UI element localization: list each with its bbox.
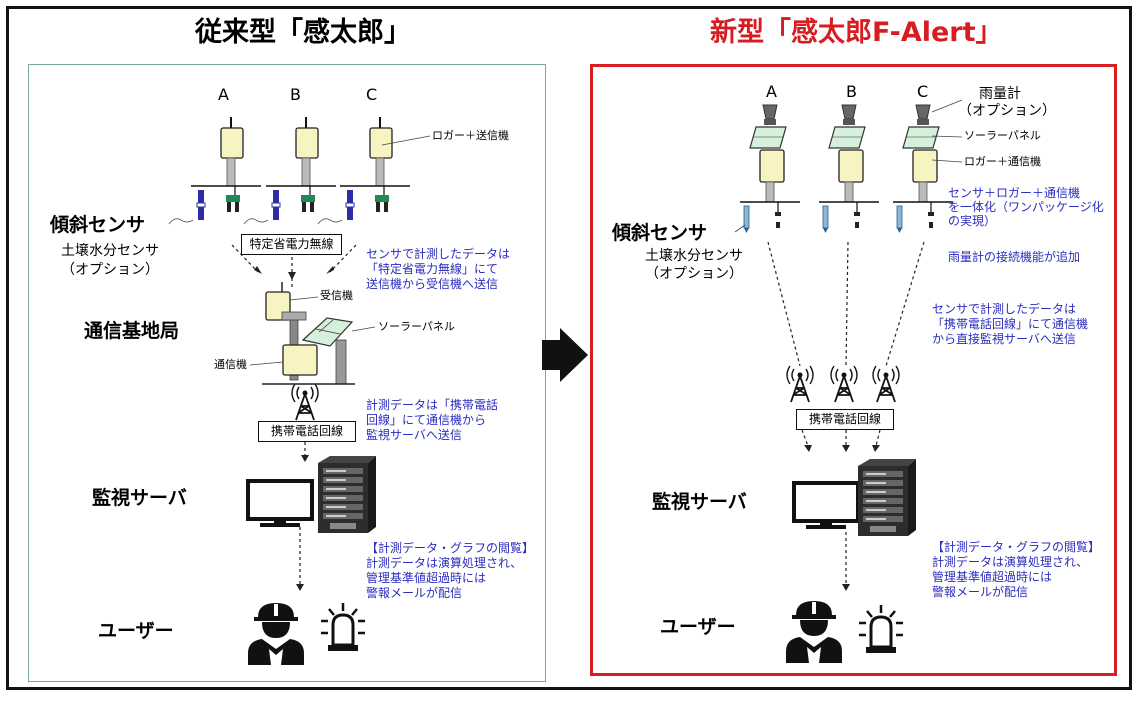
left-note-mobile-1: 計測データは「携帯電話 — [366, 398, 499, 412]
right-panel — [590, 64, 1117, 676]
left-note-view-2: 計測データは演算処理され、 — [366, 556, 523, 570]
right-title: 新型「感太郎F-Alert」 — [710, 17, 1003, 48]
left-mobile-box: 携帯電話回線 — [258, 421, 356, 442]
tilt-sensor-icon — [896, 205, 903, 229]
left-logger-label: ロガー＋送信機 — [432, 129, 509, 142]
right-note-view-3: 管理基準値超過時には — [932, 570, 1053, 584]
soil-sensor-icon — [226, 195, 240, 202]
left-note-view-4: 警報メールが配信 — [366, 586, 463, 600]
right-note-package-1: センサ＋ロガー＋通信機 — [948, 186, 1081, 200]
left-tilt-sensor-label: 傾斜センサ — [50, 214, 146, 236]
right-user-label: ユーザー — [660, 616, 736, 638]
right-note-view-4: 警報メールが配信 — [932, 585, 1029, 599]
rain-gauge-icon — [915, 104, 931, 120]
right-server-label: 監視サーバ — [652, 491, 747, 513]
left-radio-box: 特定省電力無線 — [241, 234, 342, 255]
integrated-unit-right-c — [893, 104, 953, 233]
left-note-radio-3: 送信機から受信機へ送信 — [366, 277, 499, 291]
left-user-label: ユーザー — [98, 620, 174, 642]
worker-user-icon — [248, 603, 304, 665]
soil-sensor-icon — [375, 195, 389, 202]
right-note-rain: 雨量計の接続機能が追加 — [948, 250, 1081, 264]
left-note-mobile-2: 回線」にて通信機から — [366, 413, 487, 427]
right-note-mobile-3: から直接監視サーバへ送信 — [932, 332, 1076, 346]
worker-user-icon — [786, 601, 842, 663]
signal-tower-icon — [291, 383, 319, 421]
left-panel — [28, 64, 546, 682]
left-letter-a: A — [218, 85, 229, 104]
right-rain-option-label: （オプション） — [958, 103, 1056, 119]
left-server-label: 監視サーバ — [92, 487, 187, 509]
right-soil-sensor-label: 土壌水分センサ — [645, 248, 743, 264]
logger-unit-left-b — [243, 117, 336, 225]
soil-sensor-icon — [775, 212, 781, 216]
left-note-radio-2: 「特定省電力無線」にて — [366, 262, 499, 276]
signal-tower-icon — [830, 365, 858, 403]
right-note-mobile-2: 「携帯電話回線」にて通信機 — [932, 317, 1089, 331]
solar-panel-icon — [749, 126, 787, 149]
logger-unit-left-c — [317, 117, 410, 225]
left-letter-c: C — [366, 85, 378, 104]
rain-gauge-icon — [762, 104, 778, 120]
left-note-radio-1: センサで計測したデータは — [366, 247, 511, 261]
left-letter-b: B — [290, 85, 301, 104]
right-note-package-3: の実現） — [948, 214, 997, 228]
right-mobile-box: 携帯電話回線 — [796, 409, 894, 430]
rain-gauge-icon — [841, 104, 857, 120]
right-logger-comm-label: ロガー＋通信機 — [964, 155, 1041, 168]
left-station-label: 通信基地局 — [84, 320, 180, 342]
solar-panel-icon — [902, 126, 940, 149]
alarm-beacon-icon — [859, 605, 903, 653]
logger-comm-box — [838, 149, 864, 183]
signal-tower-icon — [786, 365, 814, 403]
right-tilt-sensor-label: 傾斜センサ — [612, 222, 708, 244]
soil-sensor-icon — [301, 195, 315, 202]
left-title: 従来型「感太郎」 — [195, 17, 411, 48]
logger-unit-left-a — [168, 117, 261, 225]
solar-panel-icon — [828, 126, 866, 149]
left-receiver-label: 受信機 — [320, 289, 353, 302]
right-letter-c: C — [917, 82, 929, 101]
tilt-sensor-icon — [822, 205, 829, 229]
left-note-mobile-3: 監視サーバへ送信 — [366, 428, 462, 442]
left-solar-label: ソーラーパネル — [378, 320, 455, 333]
outer-frame — [6, 6, 1132, 690]
right-solar-label: ソーラーパネル — [964, 129, 1041, 142]
right-letter-a: A — [766, 82, 777, 101]
soil-sensor-icon — [854, 212, 860, 216]
right-note-view-1: 【計測データ・グラフの閲覧】 — [932, 540, 1101, 554]
server-rack-icon — [858, 459, 916, 536]
right-rain-gauge-label: 雨量計 — [979, 86, 1021, 102]
logger-comm-box — [912, 149, 938, 183]
right-note-package-2: を一体化（ワンパッケージ化 — [948, 200, 1104, 214]
right-letter-b: B — [846, 82, 857, 101]
right-note-view-2: 計測データは演算処理され、 — [932, 555, 1089, 569]
left-comm-label: 通信機 — [214, 358, 247, 371]
soil-sensor-icon — [928, 212, 934, 216]
left-soil-sensor-label: 土壌水分センサ — [61, 243, 159, 259]
right-soil-option-label: （オプション） — [645, 266, 743, 282]
integrated-unit-right-b — [819, 104, 879, 233]
signal-tower-icon — [872, 365, 900, 403]
server-rack-icon — [318, 456, 376, 533]
left-note-view-1: 【計測データ・グラフの閲覧】 — [366, 541, 535, 555]
alarm-beacon-icon — [321, 603, 365, 651]
logger-comm-box — [759, 149, 785, 183]
left-note-view-3: 管理基準値超過時には — [366, 571, 487, 585]
integrated-unit-right-a — [740, 104, 800, 233]
right-note-mobile-1: センサで計測したデータは — [932, 302, 1077, 316]
left-soil-option-label: （オプション） — [61, 262, 159, 278]
